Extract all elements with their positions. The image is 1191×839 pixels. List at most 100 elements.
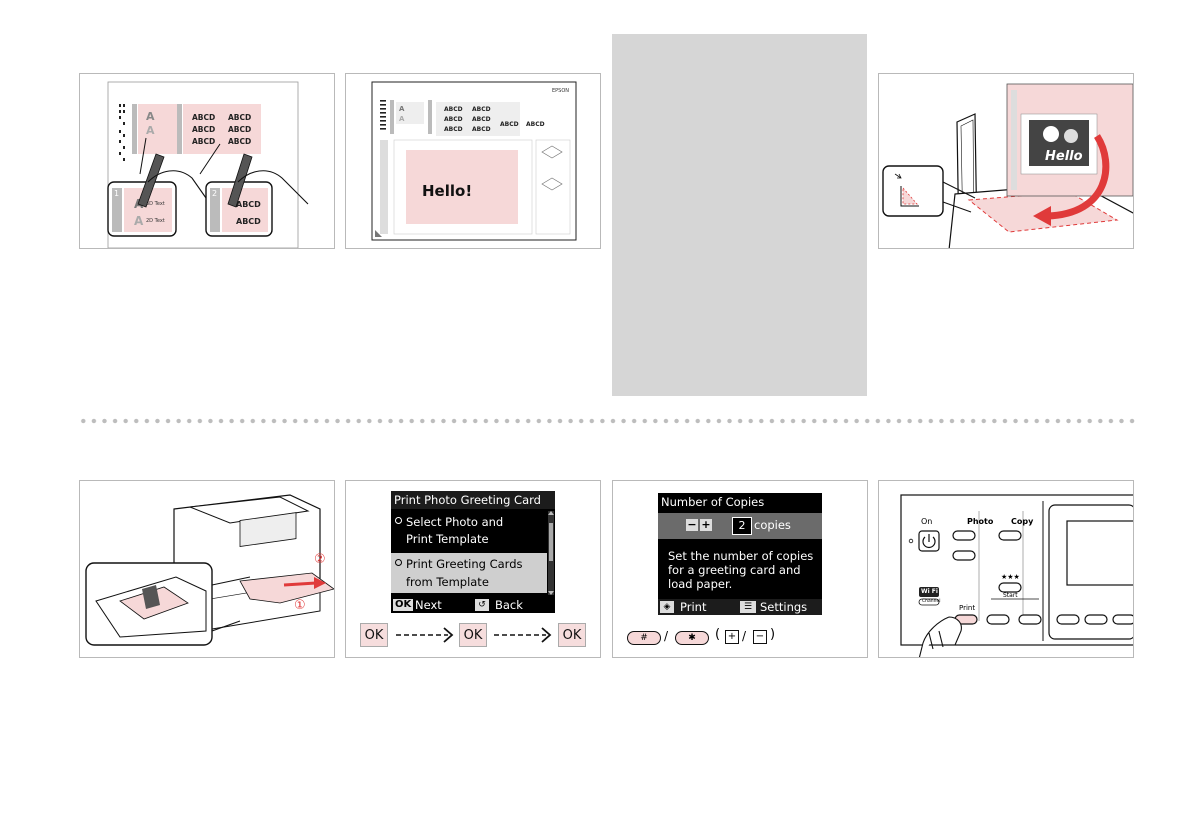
footer-back: Back: [495, 597, 523, 613]
ok-button[interactable]: OK: [558, 623, 586, 647]
message-line: Set the number of copies: [668, 549, 818, 563]
template-sheet-illustration: EPSON A A ABCD ABCD ABCD ABCD ABCD ABCD …: [346, 74, 601, 249]
step-label: ②: [314, 552, 326, 567]
plus-key-button[interactable]: +: [725, 630, 739, 644]
footer-print: Print: [680, 599, 706, 615]
minus-key-button[interactable]: −: [753, 630, 767, 644]
start-key-icon: ◈: [660, 601, 674, 613]
lcd-panel-greeting-card-menu: Print Photo Greeting Card Select Photo a…: [345, 480, 601, 658]
copies-row: − + 2 copies: [658, 513, 822, 539]
control-panel-illustration: [879, 481, 1134, 658]
lcd-menu-item[interactable]: Select Photo and Print Template: [391, 513, 547, 551]
ok-button[interactable]: OK: [459, 623, 487, 647]
dotted-separator: [78, 418, 1136, 424]
callout-number: 1: [114, 189, 119, 198]
dashed-arrow-icon: [492, 623, 554, 647]
scroll-thumb[interactable]: [549, 523, 553, 561]
template-cell-text: ABCD: [192, 125, 215, 134]
bullet-icon: [395, 559, 402, 566]
plus-key-icon: +: [700, 519, 712, 531]
copies-value[interactable]: 2: [732, 517, 752, 535]
wifi-label: Wi Fi: [921, 588, 938, 595]
template-cell-text: ABCD: [444, 126, 463, 133]
lcd-screen: Number of Copies − + 2 copies Set the nu…: [658, 493, 822, 615]
slash-text: /: [664, 629, 668, 643]
lcd-footer: ◈ Print ☰ Settings: [658, 599, 822, 615]
template-cell-text: ABCD: [228, 125, 251, 134]
callout-option: 3D Text: [146, 201, 165, 207]
back-key-icon: ↺: [475, 599, 489, 611]
callout-number: 2: [212, 189, 217, 198]
lcd-panel-number-of-copies: Number of Copies − + 2 copies Set the nu…: [612, 480, 868, 658]
menu-line: from Template: [406, 574, 489, 590]
svg-text:A: A: [146, 110, 155, 123]
copies-label: copies: [754, 518, 791, 532]
scroll-down-icon: [548, 591, 554, 595]
start-label: Start: [1003, 592, 1018, 599]
minus-key-icon: −: [686, 519, 698, 531]
callout-option: 2D Text: [146, 218, 165, 224]
illustration-panel-template-sheet: EPSON A A ABCD ABCD ABCD ABCD ABCD ABCD …: [345, 73, 601, 249]
dashed-arrow-icon: [394, 623, 456, 647]
template-cell-text: ABCD: [228, 113, 251, 122]
template-cell-text: ABCD: [472, 116, 491, 123]
menu-line: Print Template: [406, 531, 489, 547]
illustration-panel-paper-cassette: ② ①: [79, 480, 335, 658]
hello-text: Hello!: [422, 182, 472, 200]
stars-label: ★★★: [1001, 573, 1020, 581]
bullet-icon: [395, 517, 402, 524]
illustration-panel-mark-template: A A ABCD ABCD ABCD ABCD ABCD ABCD 1 A 3D…: [79, 73, 335, 249]
on-label: On: [921, 517, 932, 526]
lcd-title: Number of Copies: [658, 493, 822, 511]
wifi-sub-label: Channel: [922, 599, 940, 604]
template-cell-text: ABCD: [472, 126, 491, 133]
print-label: Print: [959, 604, 975, 612]
lcd-menu-item-selected[interactable]: Print Greeting Cards from Template: [391, 553, 547, 593]
brand-text: EPSON: [552, 88, 569, 94]
step-label: ①: [294, 598, 306, 613]
template-cell-text: ABCD: [192, 137, 215, 146]
menu-line: Print Greeting Cards: [406, 556, 523, 572]
lcd-screen: Print Photo Greeting Card Select Photo a…: [391, 491, 555, 613]
svg-text:A: A: [134, 214, 144, 228]
star-key-button[interactable]: ✱: [675, 631, 709, 645]
template-cell-text: ABCD: [472, 106, 491, 113]
photo-label: Photo: [967, 517, 993, 526]
template-marking-illustration: A A ABCD ABCD ABCD ABCD ABCD ABCD 1 A 3D…: [80, 74, 335, 249]
template-cell-text: ABCD: [526, 121, 545, 128]
template-cell-text: ABCD: [500, 121, 519, 128]
hash-key-button[interactable]: #: [627, 631, 661, 645]
photo-text: Hello: [1045, 149, 1083, 164]
message-line: for a greeting card and: [668, 563, 818, 577]
paren-open-text: (: [715, 627, 720, 642]
svg-text:A: A: [146, 124, 155, 137]
scanner-glass-template-placement: Hello: [879, 74, 1134, 249]
svg-text:A: A: [399, 115, 405, 123]
template-cell-text: ABCD: [444, 106, 463, 113]
illustration-panel-control-panel: On Photo Copy Wi Fi Channel ★★★ Print St…: [878, 480, 1134, 658]
lcd-footer: OK Next ↺ Back: [391, 597, 555, 613]
template-cell-text: ABCD: [228, 137, 251, 146]
paren-close-text: ): [770, 627, 775, 642]
copy-label: Copy: [1011, 517, 1033, 526]
template-cell-text: ABCD: [192, 113, 215, 122]
slash-text: /: [742, 629, 746, 643]
ok-button[interactable]: OK: [360, 623, 388, 647]
print-button[interactable]: [955, 615, 977, 624]
svg-text:A: A: [399, 105, 405, 113]
scroll-up-icon: [548, 511, 554, 515]
paper-cassette-insert: ② ①: [80, 481, 335, 658]
menu-line: Select Photo and: [406, 514, 503, 530]
message-line: load paper.: [668, 577, 818, 591]
template-cell-text: ABCD: [444, 116, 463, 123]
callout-option: ABCD: [236, 200, 261, 209]
illustration-panel-scanner: Hello: [878, 73, 1134, 249]
callout-option: ABCD: [236, 217, 261, 226]
lcd-scrollbar[interactable]: [548, 511, 554, 595]
gray-placeholder-box: [612, 34, 867, 396]
footer-next: Next: [415, 597, 442, 613]
settings-key-icon: ☰: [740, 601, 756, 613]
footer-settings: Settings: [760, 599, 807, 615]
copies-message: Set the number of copies for a greeting …: [668, 549, 818, 591]
ok-key-icon: OK: [393, 599, 413, 611]
